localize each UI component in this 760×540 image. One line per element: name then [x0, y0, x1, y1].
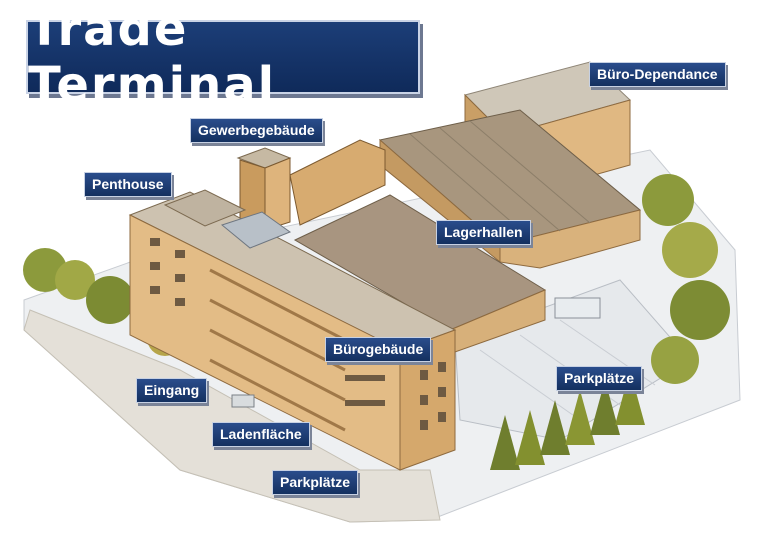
label-ladenflaeche: Ladenfläche	[212, 422, 310, 447]
trade-terminal-logo: Trade Terminal	[26, 1, 420, 113]
truck	[554, 297, 601, 319]
middle-hall	[293, 194, 547, 353]
logo-text: Trade Terminal	[28, 1, 277, 113]
label-gewerbegebaeude: Gewerbegebäude	[190, 118, 323, 143]
penthouse-structure	[163, 189, 292, 249]
label-penthouse: Penthouse	[84, 172, 172, 197]
label-parkplaetze-bottom: Parkplätze	[272, 470, 359, 495]
gewerbegebaeude-building	[236, 139, 386, 231]
car	[231, 394, 255, 408]
label-parkplaetze-right: Parkplätze	[556, 366, 643, 391]
label-lagerhallen: Lagerhallen	[436, 220, 531, 245]
label-buero-dependance: Büro-Dependance	[589, 62, 726, 87]
trees-right	[490, 174, 730, 470]
buerogebaeude-building	[128, 191, 457, 471]
label-buerogebaeude: Bürogebäude	[325, 337, 432, 362]
label-eingang: Eingang	[136, 378, 208, 403]
